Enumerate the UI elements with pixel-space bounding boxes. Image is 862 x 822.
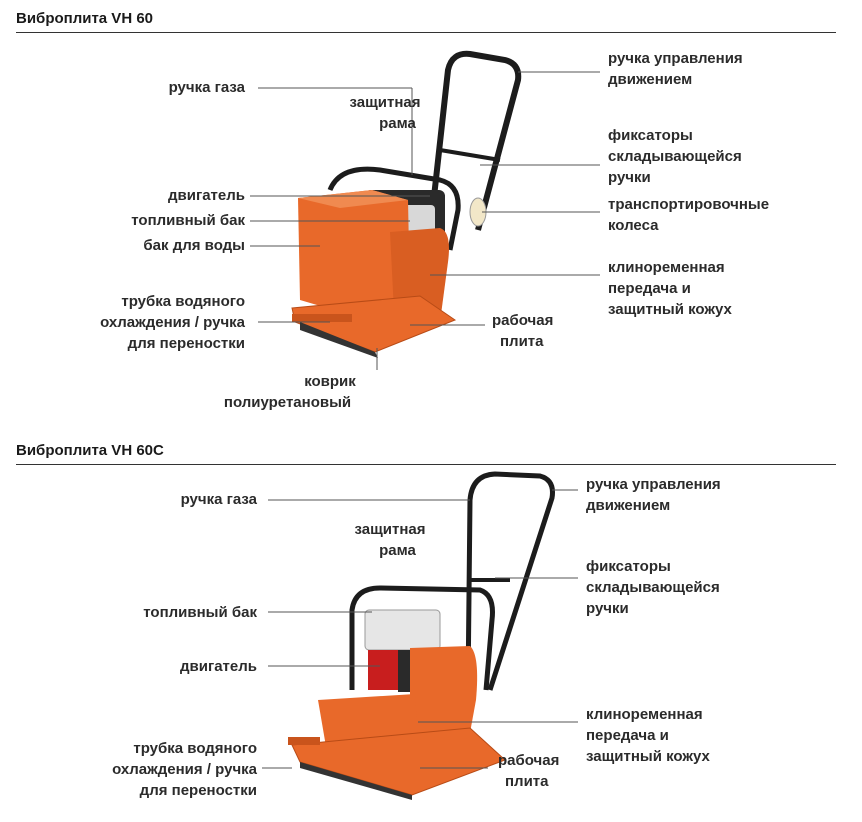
label-belt-line2: передача и	[586, 727, 669, 744]
label-plate-line1: рабочая	[492, 312, 554, 329]
section-title-vh60c: Виброплита VH 60C	[16, 442, 164, 459]
label-fuel-tank: топливный бак	[143, 604, 257, 621]
label-frame-line2: рама	[379, 115, 416, 132]
label-fuel-tank: топливный бак	[131, 212, 245, 229]
label-water-tank: бак для воды	[143, 237, 245, 254]
label-frame-line1: защитная	[349, 94, 421, 111]
label-pipe-line2: охлаждения / ручка	[100, 314, 245, 331]
label-throttle: ручка газа	[180, 491, 257, 508]
label-pipe-line1: трубка водяного	[121, 293, 245, 310]
label-belt-line3: защитный кожух	[608, 301, 732, 318]
label-handle-line1: ручка управления	[608, 50, 743, 67]
label-wheels-line1: транспортировочные	[608, 196, 770, 213]
label-locks-line3: ручки	[608, 169, 651, 186]
label-handle-line2: движением	[608, 71, 693, 88]
label-locks-line1: фиксаторы	[586, 558, 671, 575]
label-locks-line1: фиксаторы	[608, 127, 693, 144]
label-locks-line3: ручки	[586, 600, 629, 617]
label-plate-line1: рабочая	[498, 752, 560, 769]
section-divider	[16, 464, 836, 465]
label-frame-line2: рама	[379, 542, 416, 559]
label-locks-line2: складывающейся	[608, 148, 742, 165]
label-mat-line2: полиуретановый	[223, 394, 352, 411]
label-pipe-line3: для переностки	[139, 782, 257, 799]
label-plate-line2: плита	[500, 333, 544, 350]
label-plate-line2: плита	[505, 773, 549, 790]
label-frame-line1: защитная	[354, 521, 426, 538]
label-handle-line2: движением	[586, 497, 671, 514]
label-locks-line2: складывающейся	[586, 579, 720, 596]
label-pipe-line3: для переностки	[127, 335, 245, 352]
label-mat-line1: коврик	[304, 373, 356, 390]
label-handle-line1: ручка управления	[586, 476, 721, 493]
label-belt-line2: передача и	[608, 280, 691, 297]
label-wheels-line2: колеса	[608, 217, 659, 234]
label-throttle: ручка газа	[168, 79, 245, 96]
label-belt-line1: клиноременная	[608, 259, 725, 276]
label-pipe-line1: трубка водяного	[133, 740, 257, 757]
label-belt-line1: клиноременная	[586, 706, 703, 723]
label-engine: двигатель	[180, 658, 257, 675]
label-pipe-line2: охлаждения / ручка	[112, 761, 257, 778]
label-engine: двигатель	[168, 187, 245, 204]
label-belt-line3: защитный кожух	[586, 748, 710, 765]
section-title-vh60: Виброплита VH 60	[16, 10, 153, 27]
section-divider	[16, 32, 836, 33]
